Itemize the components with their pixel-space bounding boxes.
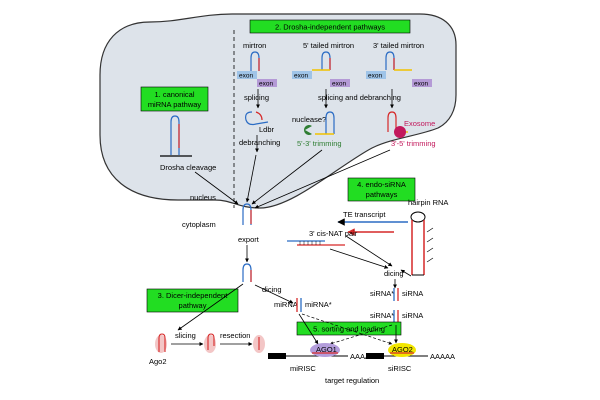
lariat-red: [255, 111, 263, 121]
mirtron-exon-left-label: exon: [239, 73, 253, 80]
arrow-mirna-ago2-dashed: [301, 313, 393, 345]
tailed3-exon-right-label: exon: [414, 81, 428, 88]
arrow-hairpin-dicing: [400, 269, 412, 277]
tailed5-exon-right: [330, 79, 350, 87]
sirna-star-1-label: siRNA*: [370, 289, 394, 298]
section-3-label-line1: 3. Dicer-independent: [158, 291, 229, 300]
aaaaa-2-label: AAAAA: [430, 352, 455, 361]
splicing-debranching-label: splicing and debranching: [318, 93, 401, 102]
section-3-box: [146, 288, 239, 313]
target-regulation-label: target regulation: [325, 376, 379, 385]
dicing-right-label: dicing: [384, 269, 404, 278]
splicing-label: splicing: [244, 93, 269, 102]
ago1-label: AGO1: [316, 345, 337, 354]
tailed3-exon-right: [412, 79, 432, 87]
lariat: [245, 111, 269, 126]
tailed5-exon-right-label: exon: [332, 81, 346, 88]
trim53-label: 5'-3' trimming: [297, 139, 342, 148]
tailed3-hairpin: [385, 51, 395, 70]
sirna-1-label: siRNA: [402, 289, 423, 298]
mirtron-exon-right-label: exon: [259, 81, 273, 88]
arrow-tailed3-premirna: [254, 149, 391, 209]
ago2-left-hairpin: [158, 333, 166, 352]
exosome-icon: [394, 126, 406, 138]
nuclease-pacman-icon: [304, 125, 312, 135]
dicing-left-label: dicing: [262, 285, 282, 294]
section-1-label-line1: 1. canonical: [154, 90, 194, 99]
nucleus-region: [99, 13, 457, 209]
drosha-label: Drosha cleavage: [160, 163, 216, 172]
arrow-sirna-ago1-dashed: [329, 324, 393, 345]
export-label: export: [238, 235, 260, 244]
resection-label: resection: [220, 331, 250, 340]
mirna-label: miRNA: [274, 300, 298, 309]
arrow-to-dicer-independent: [177, 283, 244, 331]
tailed5-hairpin: [321, 51, 331, 70]
arrow-mirtron-premirna: [245, 154, 257, 203]
sirisc-target-block: [366, 353, 384, 359]
tailed5-label: 5' tailed mirtron: [303, 41, 354, 50]
mirisc-target-block: [268, 353, 286, 359]
sirna-2-label: siRNA: [402, 311, 423, 320]
ldbr-label: Ldbr: [259, 125, 275, 134]
sliced-hairpin: [207, 333, 215, 350]
mirtron-hairpin: [250, 51, 260, 71]
mirtron-exon-right: [257, 79, 277, 87]
sirna-star-2-label: siRNA*: [370, 311, 394, 320]
tailed5-exon-left: [292, 71, 312, 79]
trim35-label: 3'-5' trimming: [391, 139, 436, 148]
mirtron-label: mirtron: [243, 41, 266, 50]
ago2-right-label: AGO2: [392, 345, 413, 354]
ago2-left-protein: [155, 335, 167, 353]
tailed3-label: 3' tailed mirtron: [373, 41, 424, 50]
pri-mirna-hairpin: [170, 115, 180, 155]
cisnat-label: 3' cis-NAT pair: [309, 229, 358, 238]
section-4-label-line2: pathways: [366, 190, 398, 199]
tailed3-product: [387, 111, 397, 132]
section-5-box: [296, 321, 402, 336]
sliced-intermediate: [204, 335, 216, 353]
nuclease-label: nuclease?: [292, 115, 326, 124]
tailed3-exon-left: [366, 71, 386, 79]
ago2-left-label: Ago2: [149, 357, 167, 366]
section-2-box: [249, 19, 411, 34]
nucleus-label: nucleus: [190, 193, 216, 202]
debranching-label: debranching: [239, 138, 280, 147]
cytoplasm-label: cytoplasm: [182, 220, 216, 229]
arrow-drosha-premirna: [194, 171, 239, 205]
arrow-tailed5-premirna: [251, 149, 323, 205]
section-4-label-line1: 4. endo-siRNA: [357, 180, 406, 189]
mirisc-label: miRISC: [290, 364, 316, 373]
arrow-te-dicing: [345, 235, 393, 267]
tailed5-product: [325, 111, 335, 134]
exosome-label: Exosome: [404, 119, 435, 128]
tailed3-exon-left-label: exon: [368, 73, 382, 80]
te-transcript-label: TE transcript: [343, 210, 386, 219]
section-1-box: [140, 86, 209, 112]
section-2-label: 2. Drosha-independent pathways: [275, 23, 385, 32]
mirna-star-label: miRNA*: [305, 300, 332, 309]
sirisc-label: siRISC: [388, 364, 412, 373]
tailed5-exon-left-label: exon: [294, 73, 308, 80]
hairpin-rna-label: hairpin RNA: [408, 198, 448, 207]
cisnat-pairing-ticks: [299, 241, 321, 245]
cyto-pre-mirna-hairpin: [242, 263, 252, 282]
section-5-label: 5. sorting and loading: [313, 325, 385, 334]
arrow-mirna-ago1: [298, 313, 319, 345]
section-4-box: [347, 177, 416, 202]
hairpin-rna-cleavage-marks: [426, 227, 434, 263]
section-1-label-line2: miRNA pathway: [148, 100, 202, 109]
arrow-dicing-left: [254, 284, 294, 304]
hairpin-rna-loop: [410, 211, 426, 223]
arrow-cisnat-dicing: [329, 248, 389, 269]
section-3-label-line2: pathway: [179, 301, 207, 310]
pre-mirna-hairpin: [242, 203, 252, 225]
aaaaa-1-label: AAAAA: [350, 352, 375, 361]
mirtron-exon-left: [237, 71, 257, 79]
slicing-label: slicing: [175, 331, 196, 340]
